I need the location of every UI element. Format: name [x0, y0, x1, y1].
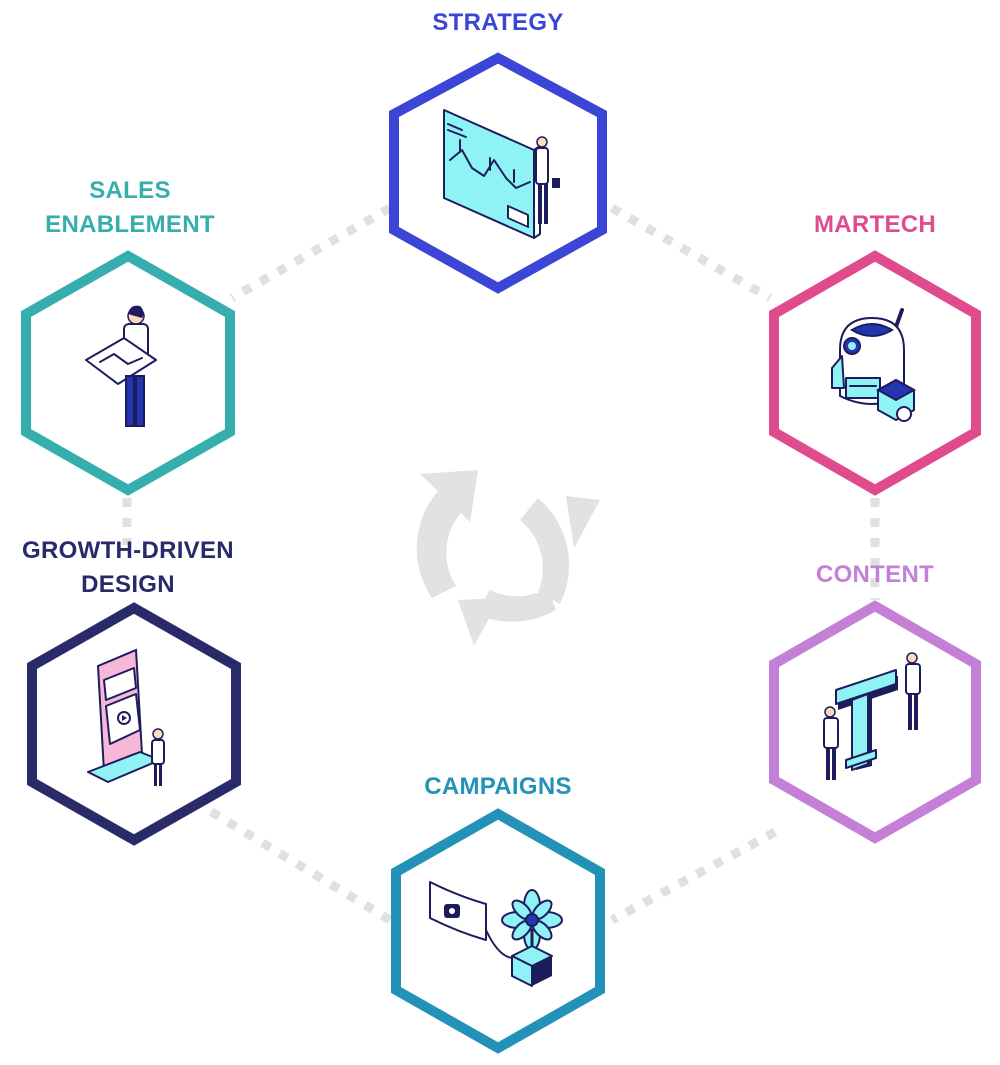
growth-driven-design-node [27, 602, 241, 846]
robot-illustration [831, 308, 917, 422]
martech-node [769, 250, 981, 496]
content-node [769, 600, 981, 844]
flower-icon [501, 889, 563, 951]
label-strategy: STRATEGY [398, 6, 598, 40]
label-martech: MARTECH [775, 208, 975, 242]
label-line: GROWTH-DRIVEN [22, 537, 234, 564]
sales-enablement-node [21, 250, 235, 496]
strategy-node [389, 52, 607, 294]
megaphone-flower-illustration [429, 881, 563, 987]
person-with-map-illustration [85, 305, 157, 427]
letter-t-illustration [823, 652, 921, 780]
connector-ring [122, 204, 880, 924]
label-content: CONTENT [775, 558, 975, 592]
tablet-display-illustration [87, 648, 165, 786]
label-line: MARTECH [813, 211, 937, 238]
label-line: SALES [89, 177, 171, 204]
label-campaigns: CAMPAIGNS [398, 770, 598, 804]
campaigns-node [391, 808, 605, 1054]
label-line: ENABLEMENT [45, 211, 215, 238]
label-line: CAMPAIGNS [424, 773, 572, 800]
label-sales-enablement: SALES ENABLEMENT [30, 174, 230, 242]
campaigns-hexagon [391, 808, 605, 1054]
content-hexagon [769, 600, 981, 844]
label-line: CONTENT [815, 561, 935, 588]
cycle-arrows-icon [416, 470, 600, 646]
label-growth-driven-design: GROWTH-DRIVEN DESIGN [0, 534, 256, 602]
label-line: DESIGN [81, 571, 175, 598]
label-line: STRATEGY [432, 9, 564, 36]
strategy-board-illustration [443, 109, 560, 239]
